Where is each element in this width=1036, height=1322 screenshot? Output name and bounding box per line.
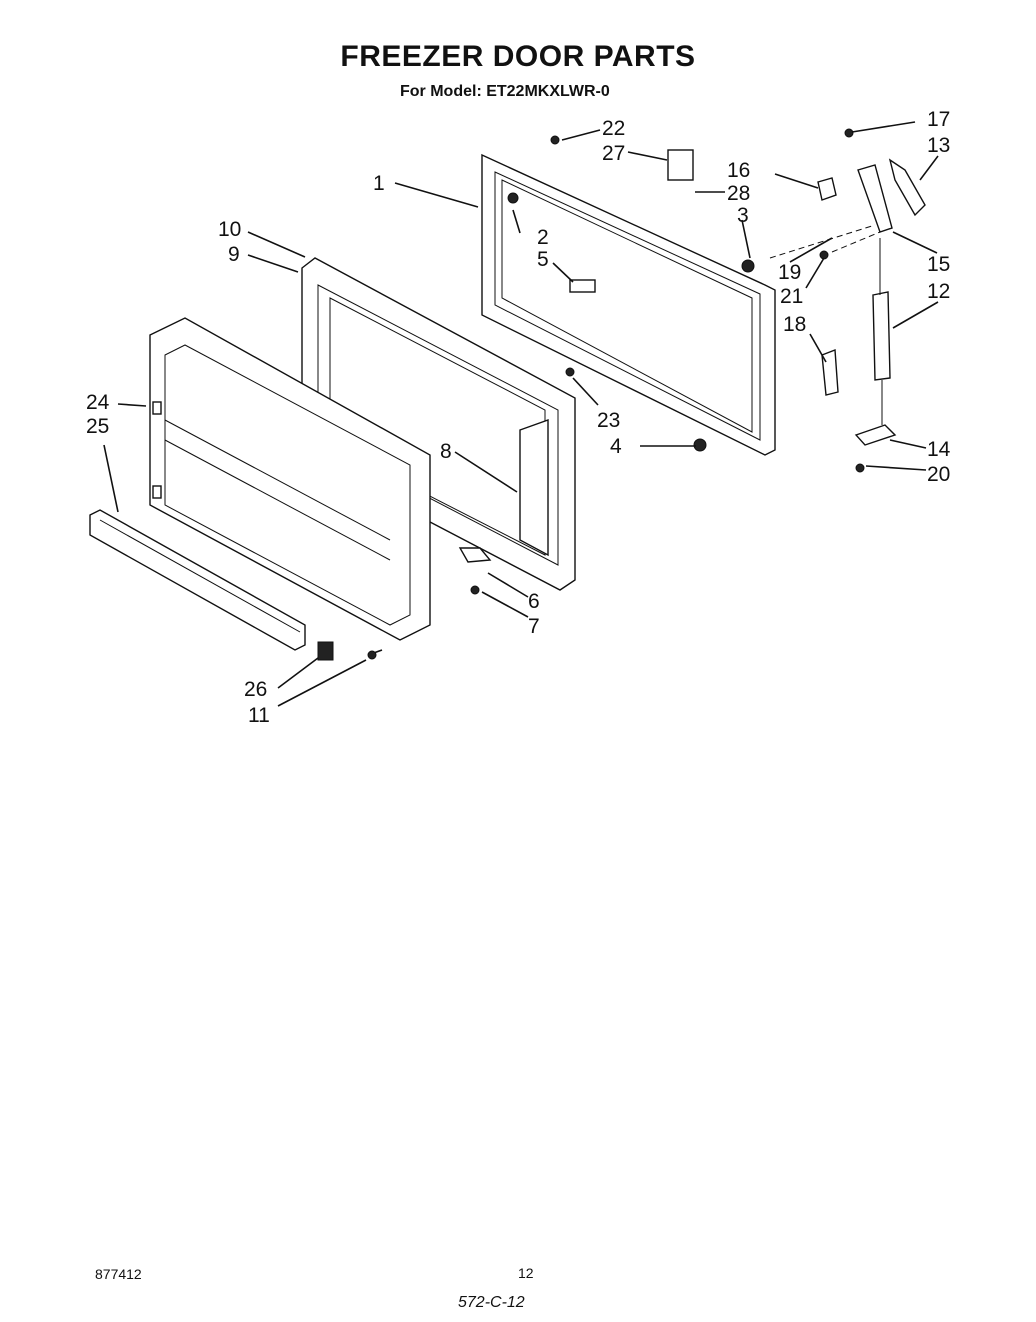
part-9-door-liner <box>301 257 576 591</box>
callout-16: 16 <box>727 159 750 182</box>
callout-13: 13 <box>927 134 950 157</box>
callout-22: 22 <box>602 117 625 140</box>
callout-8: 8 <box>440 440 452 463</box>
callout-11: 11 <box>248 704 270 727</box>
callout-26: 26 <box>244 678 267 701</box>
page-title: FREEZER DOOR PARTS <box>340 40 696 73</box>
callout-10: 10 <box>218 218 241 241</box>
callout-4: 4 <box>610 435 622 458</box>
leader-lines <box>103 121 939 707</box>
callout-17: 17 <box>927 108 950 131</box>
callout-24: 24 <box>86 391 110 414</box>
document-code: 572-C-12 <box>458 1294 525 1311</box>
hinge-assembly <box>458 128 926 595</box>
catalog-part-number: 877412 <box>95 1266 142 1282</box>
callout-18: 18 <box>783 313 806 336</box>
callout-7: 7 <box>528 615 540 638</box>
callout-9: 9 <box>228 243 240 266</box>
callout-23: 23 <box>597 409 620 432</box>
callout-2: 2 <box>537 226 549 249</box>
callout-19: 19 <box>778 261 801 284</box>
callout-5: 5 <box>537 248 549 271</box>
callout-20: 20 <box>927 463 950 486</box>
model-subtitle: For Model: ET22MKXLWR-0 <box>400 83 610 100</box>
part-24-shelf-liner <box>149 317 431 641</box>
callout-28: 28 <box>727 182 750 205</box>
part-26-block <box>317 641 334 661</box>
callout-27: 27 <box>602 142 625 165</box>
callout-6: 6 <box>528 590 540 613</box>
callout-3: 3 <box>737 204 749 227</box>
callout-1: 1 <box>373 172 385 195</box>
callout-12: 12 <box>927 280 950 303</box>
part-8-inner-panel <box>519 419 549 557</box>
callout-25: 25 <box>86 415 109 438</box>
callout-21: 21 <box>780 285 803 308</box>
callout-15: 15 <box>927 253 950 276</box>
callout-14: 14 <box>927 438 951 461</box>
part-25-shelf-bar <box>89 509 306 651</box>
part-11-screw <box>367 649 383 660</box>
page-number: 12 <box>518 1265 534 1281</box>
part-1-door-gasket <box>481 153 776 456</box>
